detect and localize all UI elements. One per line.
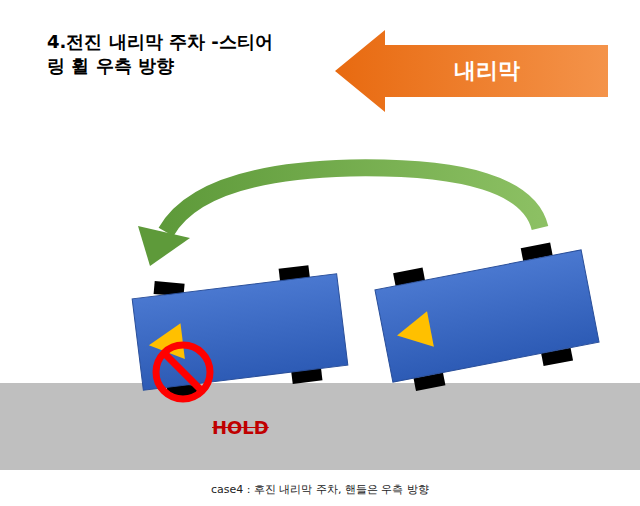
- car-parked: [130, 259, 349, 405]
- curb-band: [0, 383, 640, 470]
- prohibition-sign: [156, 345, 210, 399]
- slope-label: 내리막: [454, 58, 520, 84]
- diagram-caption: case4 : 후진 내리막 주차, 핸들은 우측 방향: [0, 482, 640, 497]
- slope-arrow-outline: [335, 30, 608, 112]
- movement-arrow: [166, 168, 540, 232]
- curb-label-area: HOLD: [0, 383, 640, 470]
- car-start: [372, 237, 601, 395]
- diagram-title: 4.전진 내리막 주차 -스티어링 휠 우측 방향: [47, 30, 279, 78]
- hold-label: HOLD: [212, 417, 269, 439]
- movement-arrowhead: [138, 226, 190, 266]
- slope-arrow: 내리막: [335, 30, 608, 112]
